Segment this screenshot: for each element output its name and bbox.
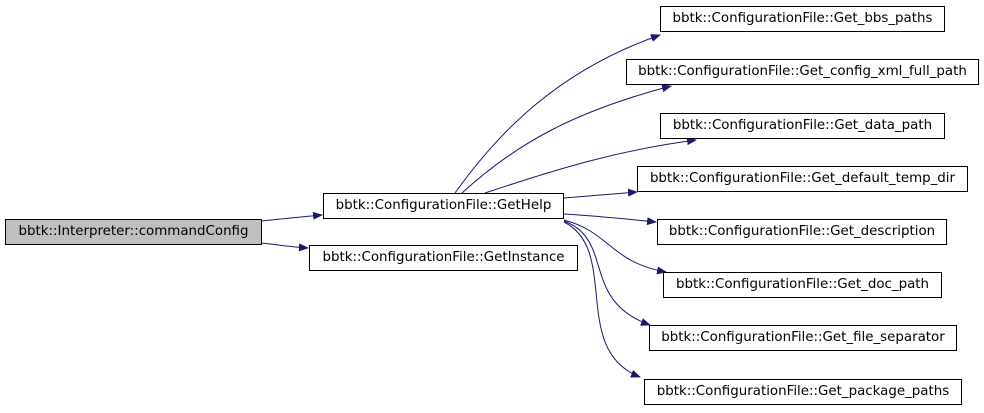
node-get-default-temp-dir[interactable]: bbtk::ConfigurationFile::Get_default_tem… — [637, 166, 968, 192]
node-get-config-xml-full-path[interactable]: bbtk::ConfigurationFile::Get_config_xml_… — [626, 59, 979, 85]
edge-gethelp-get-config-xml-full-path — [461, 84, 672, 194]
node-getinstance[interactable]: bbtk::ConfigurationFile::GetInstance — [309, 245, 578, 271]
node-get-data-path[interactable]: bbtk::ConfigurationFile::Get_data_path — [660, 113, 945, 139]
edge-gethelp-get-bbs-paths — [454, 34, 661, 194]
edge-gethelp-get-data-path — [484, 137, 697, 194]
edge-gethelp-get-default-temp-dir — [563, 188, 638, 199]
edge-commandconfig-getinstance — [261, 242, 309, 252]
node-gethelp[interactable]: bbtk::ConfigurationFile::GetHelp — [323, 193, 564, 219]
node-get-bbs-paths[interactable]: bbtk::ConfigurationFile::Get_bbs_paths — [660, 6, 945, 32]
node-get-doc-path[interactable]: bbtk::ConfigurationFile::Get_doc_path — [663, 272, 942, 298]
edge-commandconfig-gethelp — [261, 211, 323, 222]
node-commandconfig[interactable]: bbtk::Interpreter::commandConfig — [5, 219, 262, 245]
node-get-package-paths[interactable]: bbtk::ConfigurationFile::Get_package_pat… — [644, 379, 962, 405]
edge-gethelp-get-doc-path — [563, 219, 667, 275]
node-get-file-separator[interactable]: bbtk::ConfigurationFile::Get_file_separa… — [649, 325, 957, 351]
node-get-description[interactable]: bbtk::ConfigurationFile::Get_description — [657, 219, 947, 245]
edge-gethelp-get-package-paths — [563, 221, 641, 378]
edge-gethelp-get-description — [563, 213, 657, 226]
edge-gethelp-get-file-separator — [563, 220, 651, 326]
